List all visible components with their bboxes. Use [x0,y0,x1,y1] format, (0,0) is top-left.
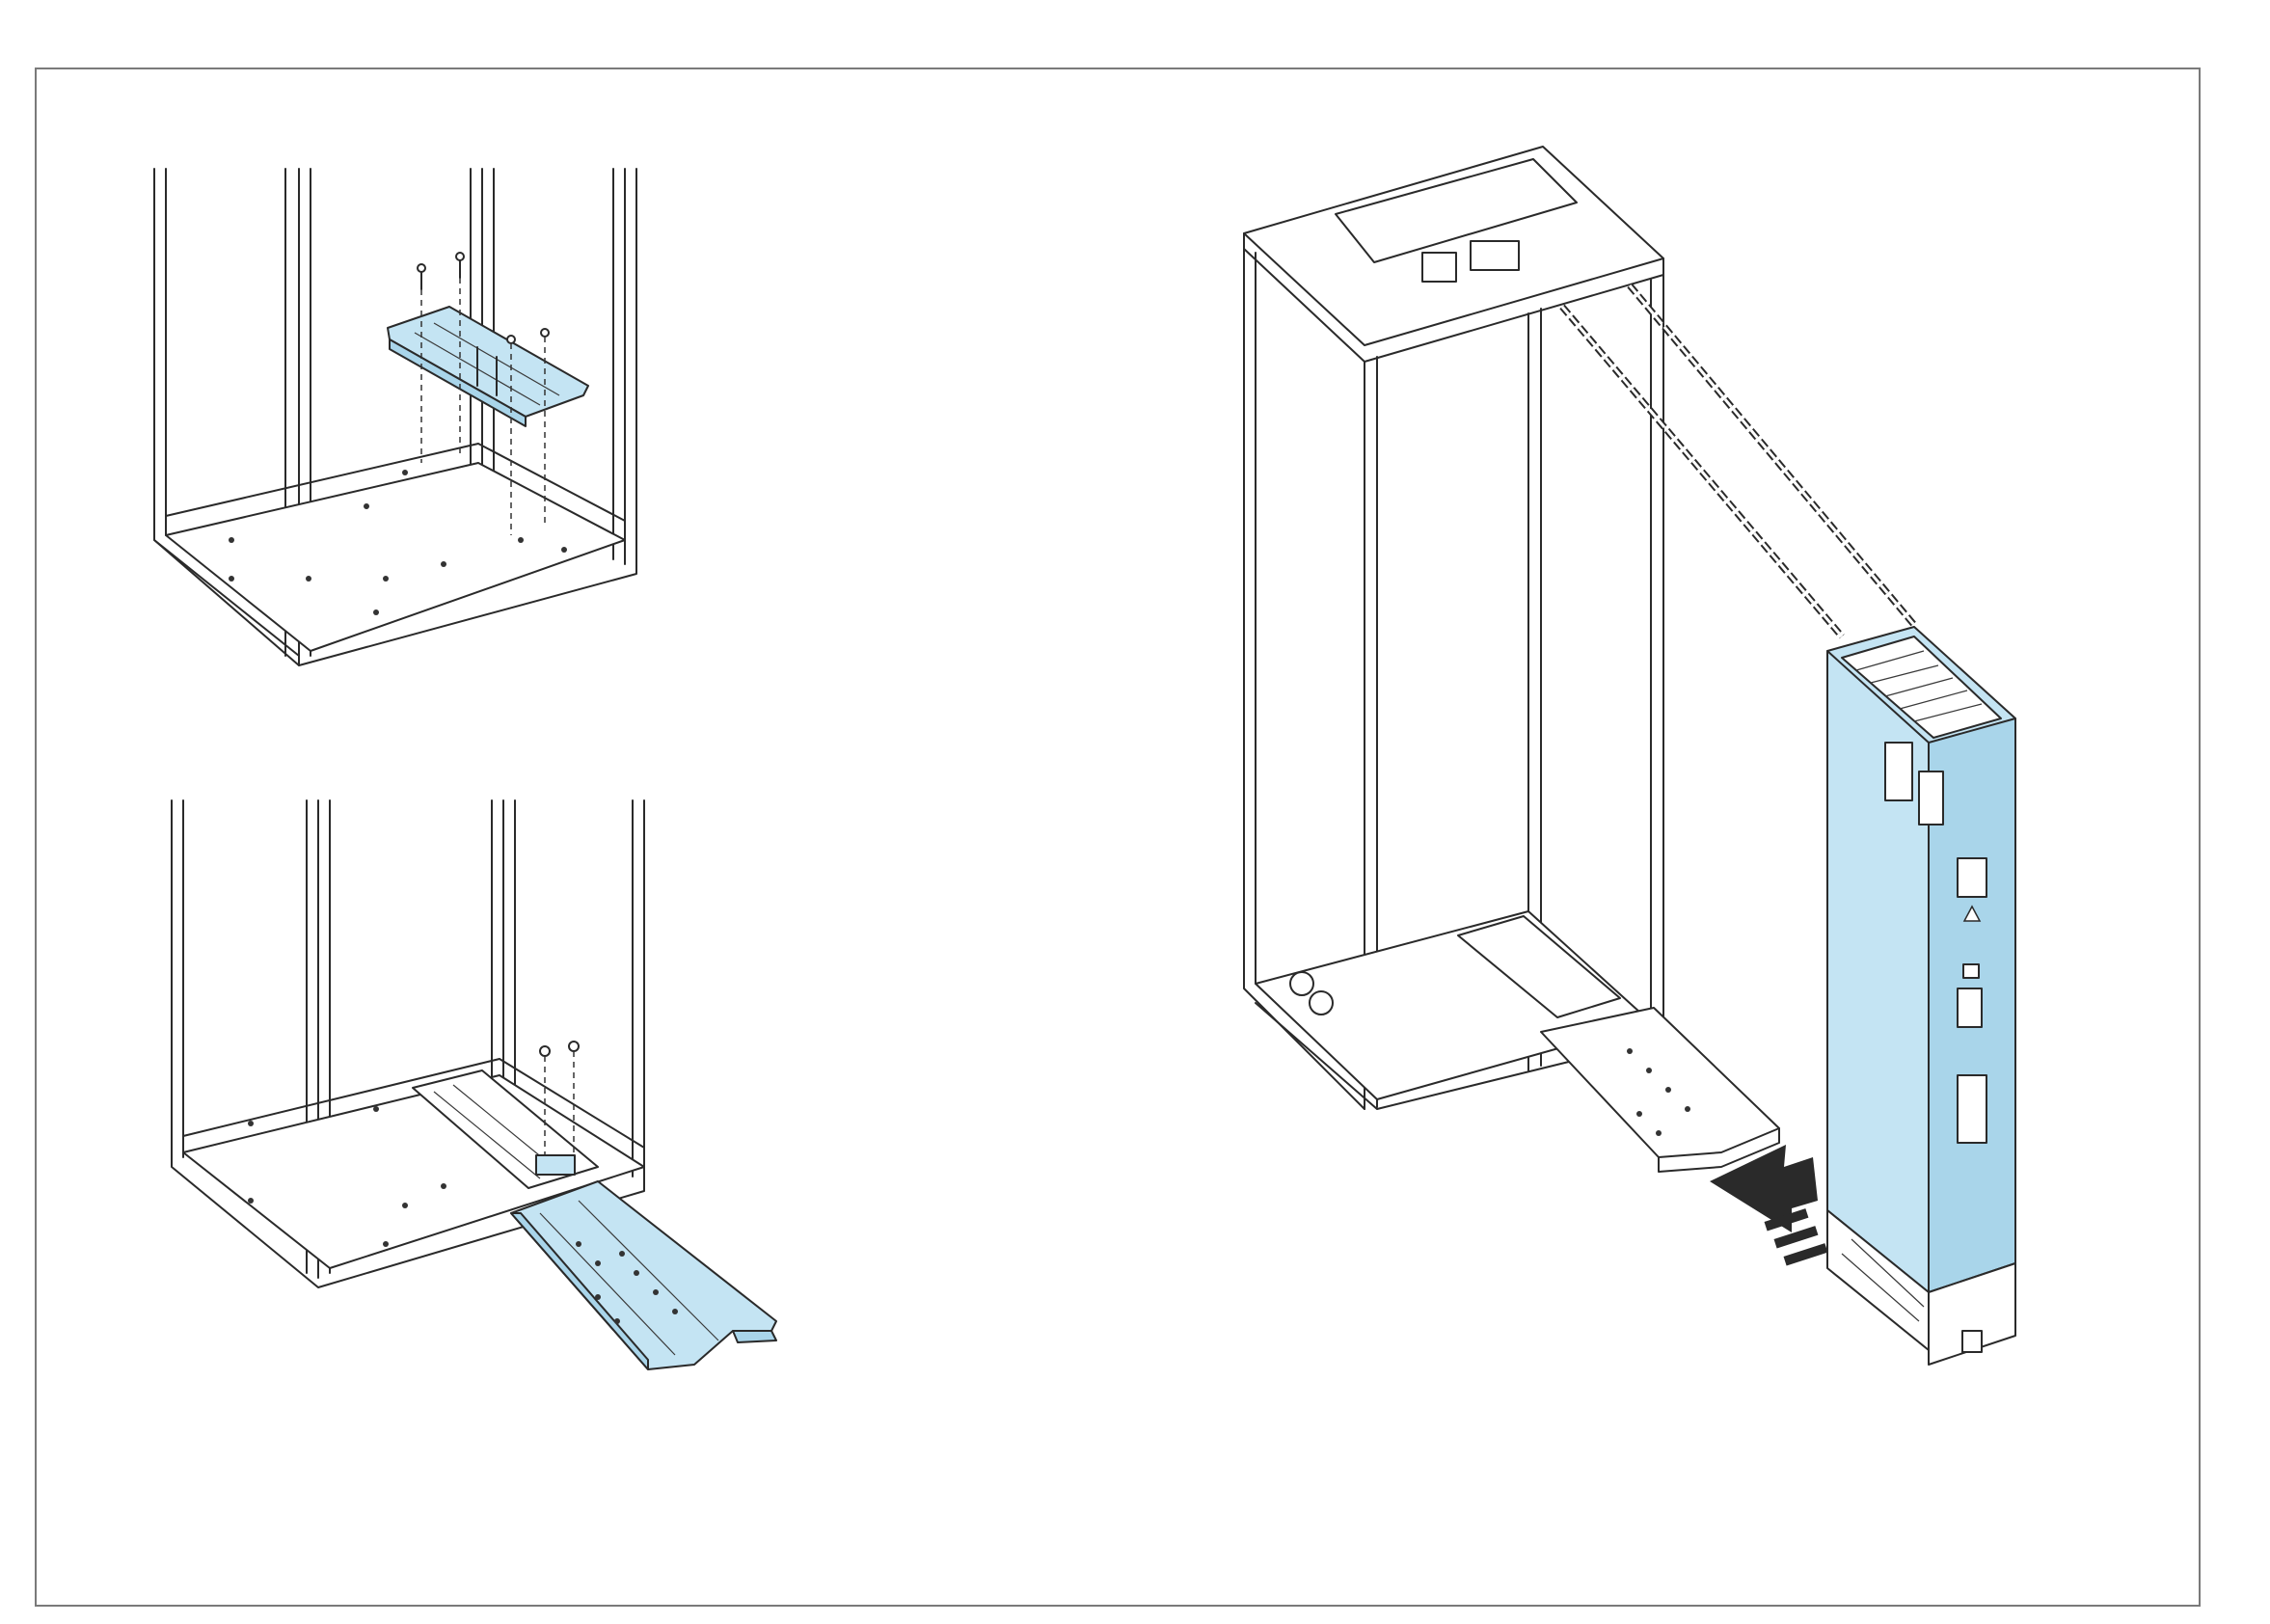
panel-step-3-insert-module [1244,147,2015,1365]
insertion-ramp-3 [1541,1008,1779,1172]
cabinet-frame-3 [1244,147,1663,1109]
cable-gland-icon [1310,991,1333,1015]
module-label-panel [1958,1075,1986,1143]
push-arrow-icon [1710,1145,1827,1266]
module-label-panel [1958,858,1986,897]
insertion-ramp-highlighted [511,1181,776,1369]
cable-gland-icon [1290,972,1313,995]
cabinet-frame-1 [154,169,636,665]
panel-step-1-mount-rail [154,169,636,665]
mounting-rail-highlighted [388,307,588,426]
handle-icon [1958,988,1982,1027]
power-module-highlighted [1827,627,2015,1365]
panel-step-2-attach-ramp [172,800,776,1369]
lifting-chain-icon [1562,285,1914,636]
